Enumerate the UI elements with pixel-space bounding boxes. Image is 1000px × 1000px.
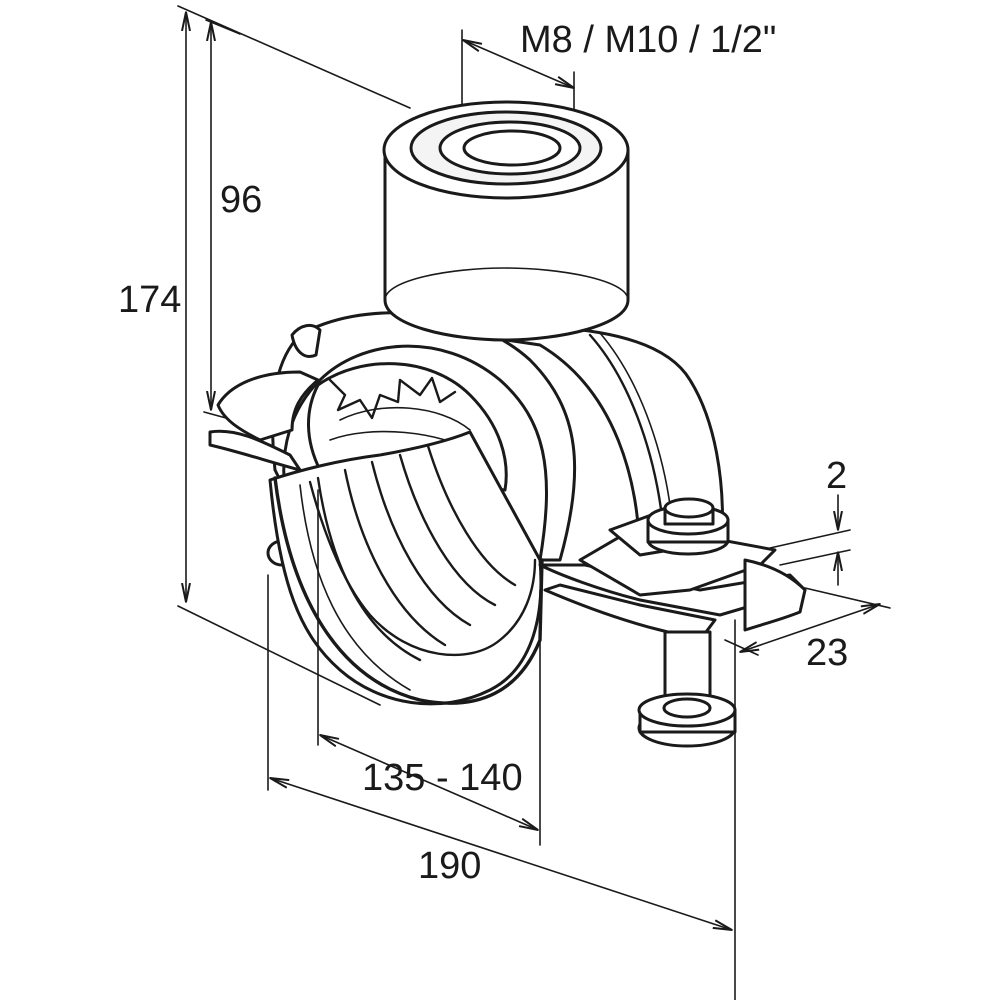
width-dimension-lines [267,489,736,1000]
rubber-sleeve [268,430,544,706]
height-dimension-lines [177,5,411,706]
upper-height-label: 96 [220,179,262,221]
thread-size-label: M8 / M10 / 1/2" [520,19,776,61]
band-width-label: 23 [806,632,848,674]
band-thickness-label: 2 [826,455,847,497]
pipe-range-label: 135 - 140 [362,757,523,799]
band-dimension-lines [724,494,891,656]
overall-width-label: 190 [418,845,481,887]
total-height-label: 174 [118,279,181,321]
threaded-nut [382,100,630,342]
screw-bolt [637,497,737,748]
